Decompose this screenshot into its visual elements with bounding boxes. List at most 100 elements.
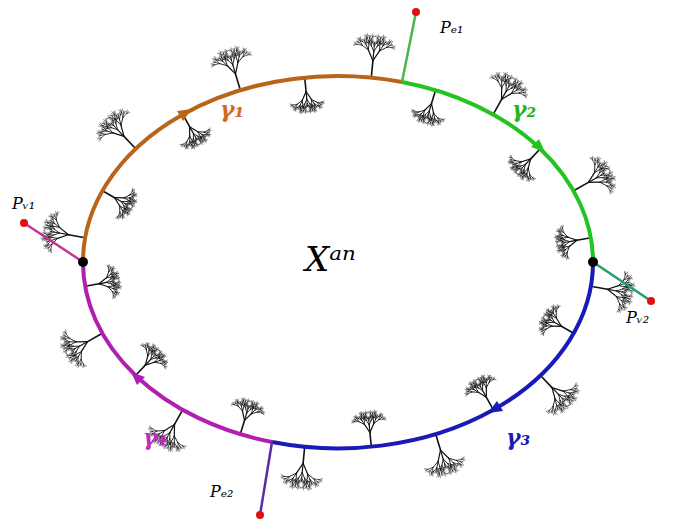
tree-branch	[474, 385, 475, 387]
tree-branch	[105, 124, 108, 127]
tree-branch	[438, 472, 440, 474]
tree-branch	[555, 399, 557, 405]
tree-branch	[230, 49, 232, 51]
tree-branch	[116, 273, 119, 275]
tree-branch	[181, 144, 183, 145]
tree-branch	[574, 398, 577, 400]
tree-branch	[545, 324, 546, 326]
tree-branch	[72, 355, 75, 360]
tree-branch	[375, 411, 377, 413]
tree-branch	[76, 360, 77, 362]
tree-branch	[569, 395, 571, 397]
tree-branch	[114, 284, 116, 285]
tree-branch	[75, 356, 76, 358]
tree-branch	[367, 418, 369, 420]
tree-branch	[120, 212, 122, 216]
tree-branch	[161, 362, 165, 363]
tree-branch	[190, 136, 193, 142]
tree-branch	[566, 405, 570, 407]
tree-branch	[180, 144, 183, 145]
tree-branch	[544, 329, 547, 333]
tree-branch	[195, 140, 196, 142]
tree-branch	[136, 365, 146, 375]
tree-branch	[369, 418, 370, 421]
tree-branch	[475, 382, 476, 386]
tree-branch	[306, 486, 307, 488]
tree-branch	[565, 398, 567, 399]
tree-branch	[546, 321, 549, 323]
tree-branch	[563, 391, 569, 393]
tree-branch	[61, 337, 64, 339]
tree-branch	[551, 310, 553, 311]
tree-branch	[69, 342, 76, 346]
tree-branch	[115, 291, 116, 292]
tree-branch	[246, 403, 248, 405]
tree-branch	[369, 412, 370, 414]
tree-branch	[202, 135, 204, 137]
tree-branch	[576, 391, 579, 394]
tree-branch	[546, 314, 550, 315]
tree-branch	[142, 343, 144, 346]
tree-branch	[562, 401, 564, 403]
tree-branch	[575, 385, 579, 387]
tree-branch	[440, 469, 444, 473]
tree-branch	[54, 213, 55, 216]
tree-branch	[560, 404, 562, 406]
tree-branch	[205, 136, 206, 138]
tree-branch	[444, 464, 446, 467]
tree-branch	[111, 269, 113, 271]
tree-branch	[52, 217, 53, 219]
tree-branch	[114, 285, 118, 287]
tree-branch	[482, 381, 483, 383]
tree-branch	[68, 348, 70, 351]
tree-branch	[379, 415, 380, 417]
tree-branch	[552, 312, 553, 314]
tree-branch	[161, 363, 165, 365]
tree-branch	[568, 396, 570, 397]
tree-branch	[201, 136, 203, 137]
tree-branch	[430, 467, 433, 470]
tree-branch	[113, 296, 115, 298]
tree-branch	[482, 381, 484, 383]
tree-branch	[195, 145, 196, 147]
tree-branch	[550, 316, 552, 318]
tree-branch	[124, 206, 126, 208]
tree-branch	[628, 301, 630, 303]
tree-branch	[242, 403, 244, 405]
tree-branch	[115, 291, 117, 293]
tree-branch	[372, 412, 373, 414]
tree-branch	[241, 406, 242, 411]
tree-branch	[629, 294, 631, 297]
tree-branch	[212, 65, 215, 67]
tree-branch	[476, 383, 477, 385]
tree-branch	[553, 308, 554, 310]
tree-branch	[629, 299, 631, 301]
tree-branch	[159, 359, 161, 361]
tree-branch	[544, 326, 547, 328]
tree-branch	[483, 378, 485, 379]
tree-branch	[132, 190, 135, 191]
tree-branch	[355, 416, 356, 418]
tree-branch	[156, 355, 158, 356]
tree-branch	[462, 458, 465, 460]
tree-branch	[70, 348, 72, 349]
tree-branch	[208, 134, 210, 135]
tree-branch	[445, 464, 448, 466]
tree-branch	[113, 123, 115, 126]
tree-branch	[114, 111, 116, 115]
tree-branch	[63, 344, 66, 345]
tree-branch	[252, 403, 254, 407]
tree-branch	[113, 282, 115, 284]
tree-branch	[153, 352, 155, 354]
tree-branch	[624, 307, 625, 310]
tree-branch	[625, 292, 627, 293]
tree-branch	[245, 405, 247, 408]
tree-branch	[295, 485, 296, 488]
tree-branch	[248, 407, 250, 409]
tree-branch	[72, 352, 76, 354]
tree-branch	[160, 351, 162, 353]
tree-branch	[156, 357, 159, 359]
tree-branch	[362, 413, 363, 415]
tree-branch	[240, 401, 242, 403]
tree-branch	[242, 400, 244, 402]
